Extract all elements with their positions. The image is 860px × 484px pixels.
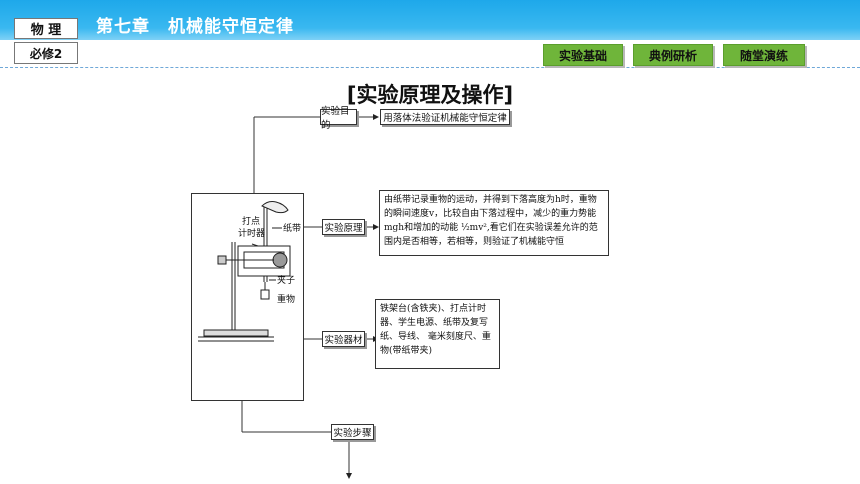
nav-button-examples[interactable]: 典例研析	[633, 44, 713, 66]
steps-label: 实验步骤	[331, 424, 374, 440]
label-weight: 重物	[277, 293, 295, 305]
principle-line: mgh和增加的动能 ½mv²,看它们在实验误差允许的范	[384, 223, 598, 233]
principle-line: 由纸带记录重物的运动，并得到下落高度为h时，重物	[384, 195, 597, 205]
equipment-label: 实验器材	[322, 331, 365, 347]
label-clip: 夹子	[277, 274, 295, 286]
purpose-text: 用落体法验证机械能守恒定律	[380, 109, 510, 125]
label-tape: 纸带	[283, 222, 301, 234]
apparatus-drawing: 打点 计时器 纸带 夹子 重物	[198, 201, 301, 342]
equipment-line: 物(带纸带夹)	[380, 346, 433, 356]
chapter-title: 第七章 机械能守恒定律	[96, 17, 294, 37]
equipment-line: 纸、导线、 毫米刻度尺、重	[380, 332, 491, 342]
purpose-label: 实验目的	[320, 106, 357, 131]
principle-text: 由纸带记录重物的运动，并得到下落高度为h时，重物 的瞬间速度v，比较自由下落过程…	[379, 190, 609, 256]
equipment-text: 铁架台(含铁夹)、打点计时 器、学生电源、纸带及复写 纸、导线、 毫米刻度尺、重…	[375, 299, 500, 369]
page-title: [实验原理及操作]	[346, 83, 514, 107]
nav-button-practice[interactable]: 随堂演练	[723, 44, 805, 66]
label-timer-1: 打点	[242, 215, 260, 227]
principle-line: 的瞬间速度v，比较自由下落过程中，减少的重力势能	[384, 209, 597, 219]
label-timer-2: 计时器	[238, 227, 265, 239]
equipment-line: 器、学生电源、纸带及复写	[380, 318, 489, 328]
header-bar	[0, 0, 860, 40]
principle-label: 实验原理	[322, 219, 365, 235]
nav-button-basics[interactable]: 实验基础	[543, 44, 623, 66]
header-divider	[0, 67, 860, 68]
subject-badge: 物 理	[14, 18, 78, 39]
apparatus-figure: 打点 计时器 纸带 夹子 重物	[191, 193, 304, 401]
volume-badge: 必修2	[14, 42, 78, 64]
principle-line: 围内是否相等，若相等，则验证了机械能守恒	[384, 237, 565, 247]
equipment-line: 铁架台(含铁夹)、打点计时	[380, 304, 487, 314]
